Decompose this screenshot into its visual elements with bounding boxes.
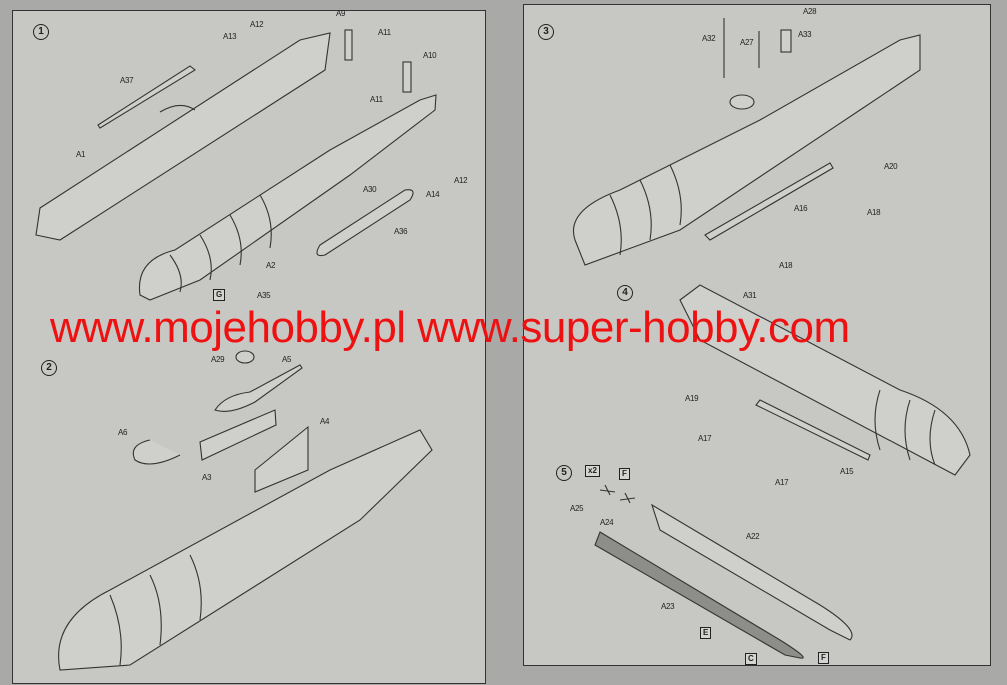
step3-part-a33	[780, 29, 792, 53]
part-label: A12	[454, 176, 468, 185]
part-label: A30	[363, 185, 377, 194]
step-2-marker: 2	[41, 360, 57, 376]
part-label: A17	[775, 478, 789, 487]
part-label: A35	[257, 291, 271, 300]
part-label: A3	[202, 473, 212, 482]
step1-hull-lower-a2	[138, 94, 437, 301]
paint-code-c: C	[745, 653, 757, 665]
part-label: A28	[803, 7, 817, 16]
step5-part-a22	[651, 503, 853, 641]
part-label: A2	[266, 261, 276, 270]
quantity-badge: x2	[585, 465, 600, 477]
part-label: A6	[118, 428, 128, 437]
step2-part-a29	[235, 350, 255, 364]
paint-code-e: E	[700, 627, 712, 639]
step-1-marker: 1	[33, 24, 49, 40]
step1-part-a36	[316, 189, 414, 257]
step5-torpedo-a23	[594, 531, 804, 659]
paint-code-f: F	[619, 468, 630, 480]
part-label: A25	[570, 504, 584, 513]
part-label: A12	[250, 20, 264, 29]
step1-part-a9	[344, 29, 353, 61]
part-label: A11	[370, 95, 383, 104]
step-4-marker: 4	[617, 285, 633, 301]
part-label: A18	[867, 208, 881, 217]
part-label: A17	[698, 434, 712, 443]
part-label: A18	[779, 261, 793, 270]
part-label: A20	[884, 162, 898, 171]
step4-part-a15	[755, 399, 871, 461]
part-label: A13	[223, 32, 237, 41]
step2-part-a5	[214, 364, 303, 412]
step1-hull-upper-a1	[35, 32, 331, 241]
part-label: A22	[746, 532, 760, 541]
paint-code-f: F	[818, 652, 829, 664]
step2-part-a6	[132, 439, 181, 465]
paint-code-g: G	[213, 289, 226, 301]
step2-hull	[58, 429, 433, 671]
part-label: A14	[426, 190, 440, 199]
part-label: A31	[743, 291, 757, 300]
watermark-text: www.mojehobby.pl www.super-hobby.com	[50, 303, 850, 352]
step-3-marker: 3	[538, 24, 554, 40]
part-label: A19	[685, 394, 699, 403]
step2-part-a3	[199, 409, 277, 461]
part-label: A32	[702, 34, 716, 43]
part-label: A4	[320, 417, 330, 426]
part-label: A5	[282, 355, 292, 364]
step-5-marker: 5	[556, 465, 572, 481]
step3-hull	[573, 34, 921, 266]
part-label: A27	[740, 38, 754, 47]
part-label: A16	[794, 204, 808, 213]
part-label: A9	[336, 9, 346, 18]
part-label: A1	[76, 150, 86, 159]
part-label: A36	[394, 227, 408, 236]
part-label: A11	[378, 28, 391, 37]
step1-part-a37	[97, 65, 196, 129]
step1-part-a10	[402, 61, 412, 93]
step2-part-a4	[254, 425, 309, 493]
step3-part-a16	[704, 162, 834, 241]
part-label: A15	[840, 467, 854, 476]
step4-hull	[679, 284, 971, 476]
part-label: A29	[211, 355, 225, 364]
part-label: A10	[423, 51, 437, 60]
part-label: A37	[120, 76, 134, 85]
part-label: A33	[798, 30, 812, 39]
step5-propellers	[599, 484, 636, 504]
part-label: A23	[661, 602, 675, 611]
part-label: A24	[600, 518, 614, 527]
